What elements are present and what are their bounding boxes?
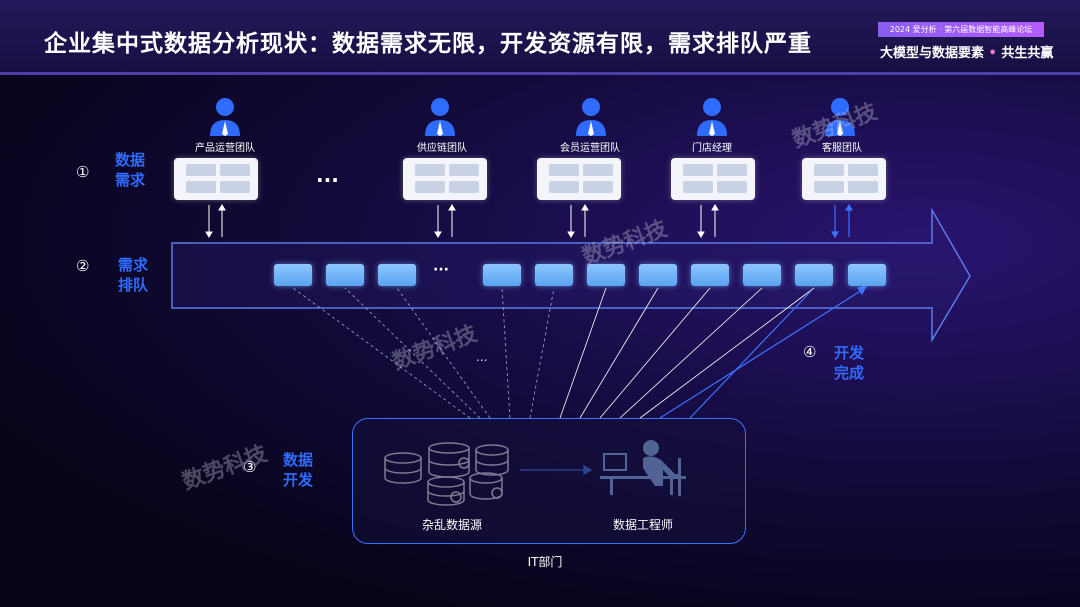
completion-lines bbox=[659, 285, 868, 419]
updown-arrows-4 bbox=[697, 204, 719, 238]
queue-item bbox=[639, 264, 677, 286]
requirement-card bbox=[174, 158, 258, 200]
it-department-label: IT部门 bbox=[527, 555, 563, 569]
person-icon bbox=[697, 98, 727, 136]
event-slogan-main: 大模型与数据要素 bbox=[880, 46, 985, 61]
step-4-number: ④ bbox=[803, 343, 817, 361]
queue-item bbox=[848, 264, 886, 286]
queue-item bbox=[326, 264, 364, 286]
person-icon bbox=[210, 98, 240, 136]
queue-item bbox=[483, 264, 521, 286]
queue-item bbox=[743, 264, 781, 286]
header-bar: 企业集中式数据分析现状：数据需求无限，开发资源有限，需求排队严重 2024 爱分… bbox=[0, 0, 1080, 75]
queue-item bbox=[274, 264, 312, 286]
step-3-number: ③ bbox=[243, 458, 257, 476]
step-3-label: 数据开发 bbox=[282, 451, 313, 489]
team-label: 会员运营团队 bbox=[560, 143, 620, 154]
updown-arrows-3 bbox=[567, 204, 589, 238]
team-label: 客服团队 bbox=[822, 143, 862, 154]
dev-solid-lines bbox=[559, 287, 815, 419]
person-icon bbox=[576, 98, 606, 136]
event-badge: 2024 爱分析 · 第六届数据智能高峰论坛 bbox=[878, 22, 1044, 37]
queue-item bbox=[795, 264, 833, 286]
dev-dashed-lines bbox=[292, 287, 555, 419]
event-slogan-tail: 共生共赢 bbox=[1001, 46, 1054, 61]
team-ellipsis: ··· bbox=[316, 168, 339, 192]
requirement-card bbox=[671, 158, 755, 200]
queue-item bbox=[378, 264, 416, 286]
updown-arrows-5 bbox=[830, 203, 854, 239]
queue-item bbox=[535, 264, 573, 286]
person-icon bbox=[825, 98, 855, 136]
team-label: 产品运营团队 bbox=[195, 143, 255, 154]
team-label: 门店经理 bbox=[692, 143, 732, 154]
queue-item bbox=[587, 264, 625, 286]
team-label: 供应链团队 bbox=[417, 143, 467, 154]
step-2-number: ② bbox=[76, 257, 90, 275]
it-department-box bbox=[352, 418, 746, 544]
step-2-label: 需求排队 bbox=[117, 256, 148, 294]
requirement-card bbox=[403, 158, 487, 200]
event-slogan: 大模型与数据要素 • 共生共赢 bbox=[880, 42, 1053, 61]
requirement-card bbox=[537, 158, 621, 200]
page-title: 企业集中式数据分析现状：数据需求无限，开发资源有限，需求排队严重 bbox=[44, 31, 812, 57]
person-icon bbox=[425, 98, 455, 136]
step-1-number: ① bbox=[76, 163, 90, 181]
queue-item bbox=[691, 264, 729, 286]
queue-ellipsis: ··· bbox=[433, 262, 449, 278]
data-engineer-label: 数据工程师 bbox=[612, 518, 673, 532]
data-source-label: 杂乱数据源 bbox=[421, 518, 482, 532]
updown-arrows-2 bbox=[434, 204, 456, 238]
step-4-label: 开发完成 bbox=[833, 344, 864, 382]
requirement-card bbox=[802, 158, 886, 200]
step-1-label: 数据需求 bbox=[114, 151, 145, 189]
lines-ellipsis: ... bbox=[476, 350, 488, 364]
event-slogan-dot: • bbox=[988, 46, 997, 61]
updown-arrows-1 bbox=[205, 204, 226, 238]
